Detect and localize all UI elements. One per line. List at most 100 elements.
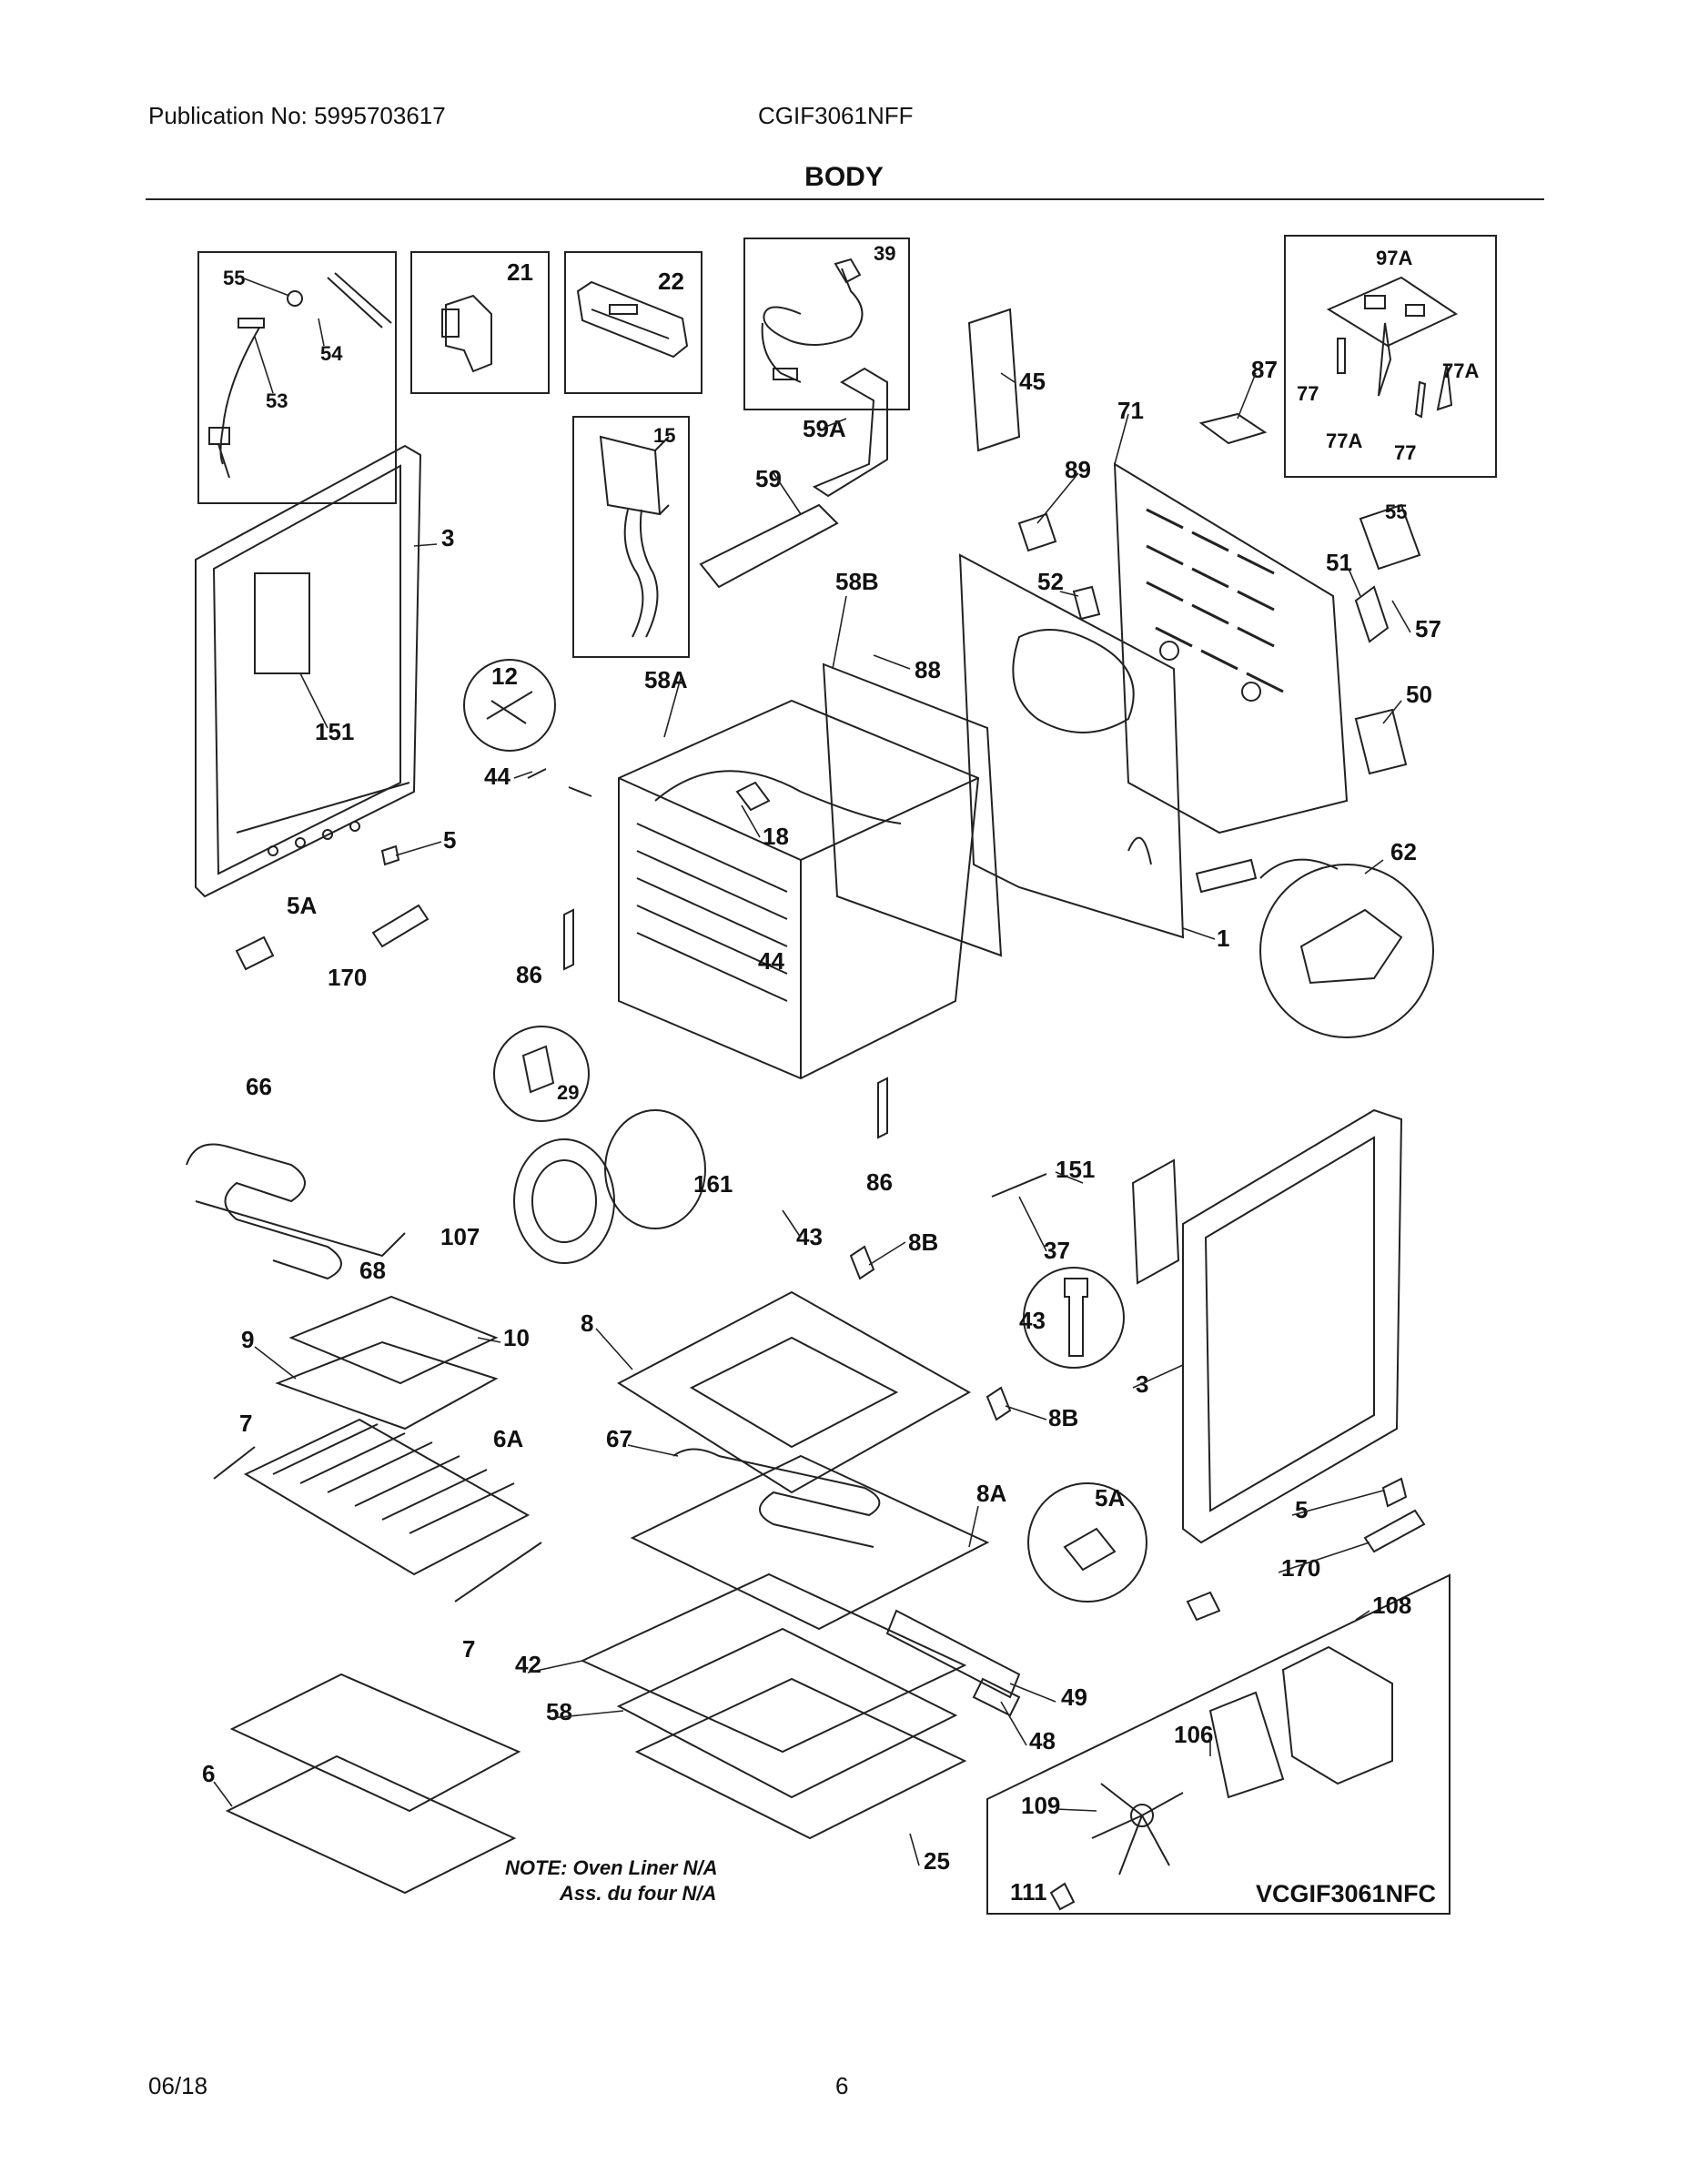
bracket-8b-lower	[986, 1386, 1012, 1421]
callout-49: 49	[1061, 1684, 1087, 1711]
broil-pan-9	[275, 1340, 499, 1431]
page-number: 6	[835, 2072, 849, 2099]
bottom-8	[617, 1290, 972, 1494]
part-37	[991, 1173, 1047, 1198]
part-50	[1354, 708, 1408, 775]
callout-12: 12	[491, 662, 518, 690]
callout-71: 71	[1117, 397, 1144, 424]
callout-3-left: 3	[441, 524, 454, 551]
inset-control-board	[1284, 235, 1497, 478]
callout-44-left: 44	[484, 763, 510, 790]
panel-25	[634, 1677, 967, 1840]
callout-8b-upper: 8B	[908, 1228, 938, 1256]
rack-6-lower	[225, 1754, 517, 1895]
bracket-86-lower	[877, 1077, 888, 1139]
callout-18: 18	[763, 823, 789, 850]
callout-8a: 8A	[976, 1480, 1006, 1507]
inset-convection-fan	[986, 1573, 1450, 1915]
rack-6-upper	[229, 1673, 521, 1813]
callout-170-left: 170	[328, 964, 367, 991]
hinge-5-left	[380, 844, 400, 866]
bracket-89	[1017, 512, 1057, 552]
right-side-panel	[1182, 1108, 1403, 1544]
callout-106: 106	[1174, 1721, 1213, 1748]
cover-57	[1359, 503, 1421, 571]
bracket-68	[195, 1200, 406, 1258]
callout-77a-right: 77A	[1442, 359, 1479, 382]
callout-57: 57	[1415, 615, 1441, 642]
duct-59a	[812, 367, 888, 498]
detail-circle-62	[1259, 864, 1434, 1038]
callout-55: 55	[223, 267, 245, 289]
callout-58b: 58B	[835, 568, 879, 595]
callout-67: 67	[606, 1425, 632, 1452]
inset-thermocouple	[197, 251, 397, 504]
part-29	[521, 1045, 555, 1094]
callout-7-lower: 7	[462, 1635, 475, 1663]
callout-58a: 58A	[644, 666, 688, 693]
oven-cavity	[618, 699, 980, 1080]
callout-39: 39	[874, 242, 895, 265]
section-title: BODY	[804, 162, 884, 192]
callout-9: 9	[241, 1326, 254, 1353]
variant-label: VCGIF3061NFC	[1256, 1880, 1436, 1907]
terminal-detail	[1299, 908, 1403, 985]
callout-77-left: 77	[1297, 382, 1319, 405]
callout-15: 15	[653, 424, 675, 447]
callout-43-detail: 43	[1019, 1307, 1046, 1334]
callout-45: 45	[1019, 368, 1046, 395]
callout-58: 58	[546, 1698, 572, 1725]
callout-86-upper: 86	[516, 961, 542, 988]
insulation-58b	[822, 662, 1003, 957]
rack-slides-7	[213, 1446, 542, 1603]
probe-12	[486, 691, 533, 724]
callout-77a-bottom: 77A	[1326, 430, 1362, 452]
callout-37: 37	[1044, 1237, 1070, 1264]
bracket-8b-upper	[849, 1245, 875, 1280]
callout-87: 87	[1251, 356, 1278, 383]
callout-66: 66	[246, 1073, 272, 1100]
callout-53: 53	[266, 389, 288, 412]
insulation-58	[616, 1627, 958, 1799]
callout-109: 109	[1021, 1792, 1060, 1819]
callout-77-bottom: 77	[1394, 441, 1416, 464]
detail-circle-43	[1023, 1267, 1125, 1369]
callout-8b-lower: 8B	[1048, 1404, 1078, 1431]
broil-pan-insert-10	[288, 1295, 499, 1385]
callout-29: 29	[557, 1081, 579, 1104]
callout-151-left: 151	[315, 718, 354, 745]
fan-cover-inner	[531, 1159, 597, 1243]
callout-151-right: 151	[1056, 1156, 1095, 1183]
callout-42: 42	[515, 1651, 541, 1678]
screw-43	[1064, 1278, 1088, 1357]
callout-59a: 59A	[803, 415, 846, 442]
rack-6a	[243, 1418, 531, 1576]
callout-7-upper: 7	[239, 1410, 252, 1437]
publication-number: Publication No: 5995703617	[148, 102, 446, 129]
detail-circle-12	[463, 659, 556, 752]
part-52	[1072, 585, 1101, 621]
callout-107: 107	[440, 1223, 480, 1250]
back-panel-1	[958, 553, 1185, 939]
part-18	[735, 781, 771, 812]
callout-5-right: 5	[1295, 1496, 1308, 1523]
callout-108: 108	[1372, 1592, 1411, 1619]
callout-86-lower: 86	[866, 1168, 893, 1196]
bracket-151-right	[1131, 1158, 1180, 1285]
bracket-87	[1198, 412, 1268, 445]
callout-68: 68	[359, 1257, 386, 1284]
hinge-5-right	[1381, 1477, 1408, 1508]
callout-88: 88	[915, 656, 941, 683]
inset-part-15	[572, 416, 690, 658]
callout-22: 22	[658, 268, 684, 295]
hinge-5a-left	[235, 935, 275, 971]
callout-25: 25	[924, 1847, 950, 1875]
callout-labels: 55 54 53 21 22 39 15 45 59A 59 97A 87 77…	[202, 242, 1479, 1906]
callout-5a-detail: 5A	[1095, 1484, 1125, 1512]
left-side-panel	[195, 444, 422, 898]
broil-element-66	[186, 1143, 342, 1280]
callout-97a: 97A	[1376, 247, 1412, 269]
callout-161: 161	[693, 1170, 733, 1198]
callout-8: 8	[581, 1309, 593, 1337]
